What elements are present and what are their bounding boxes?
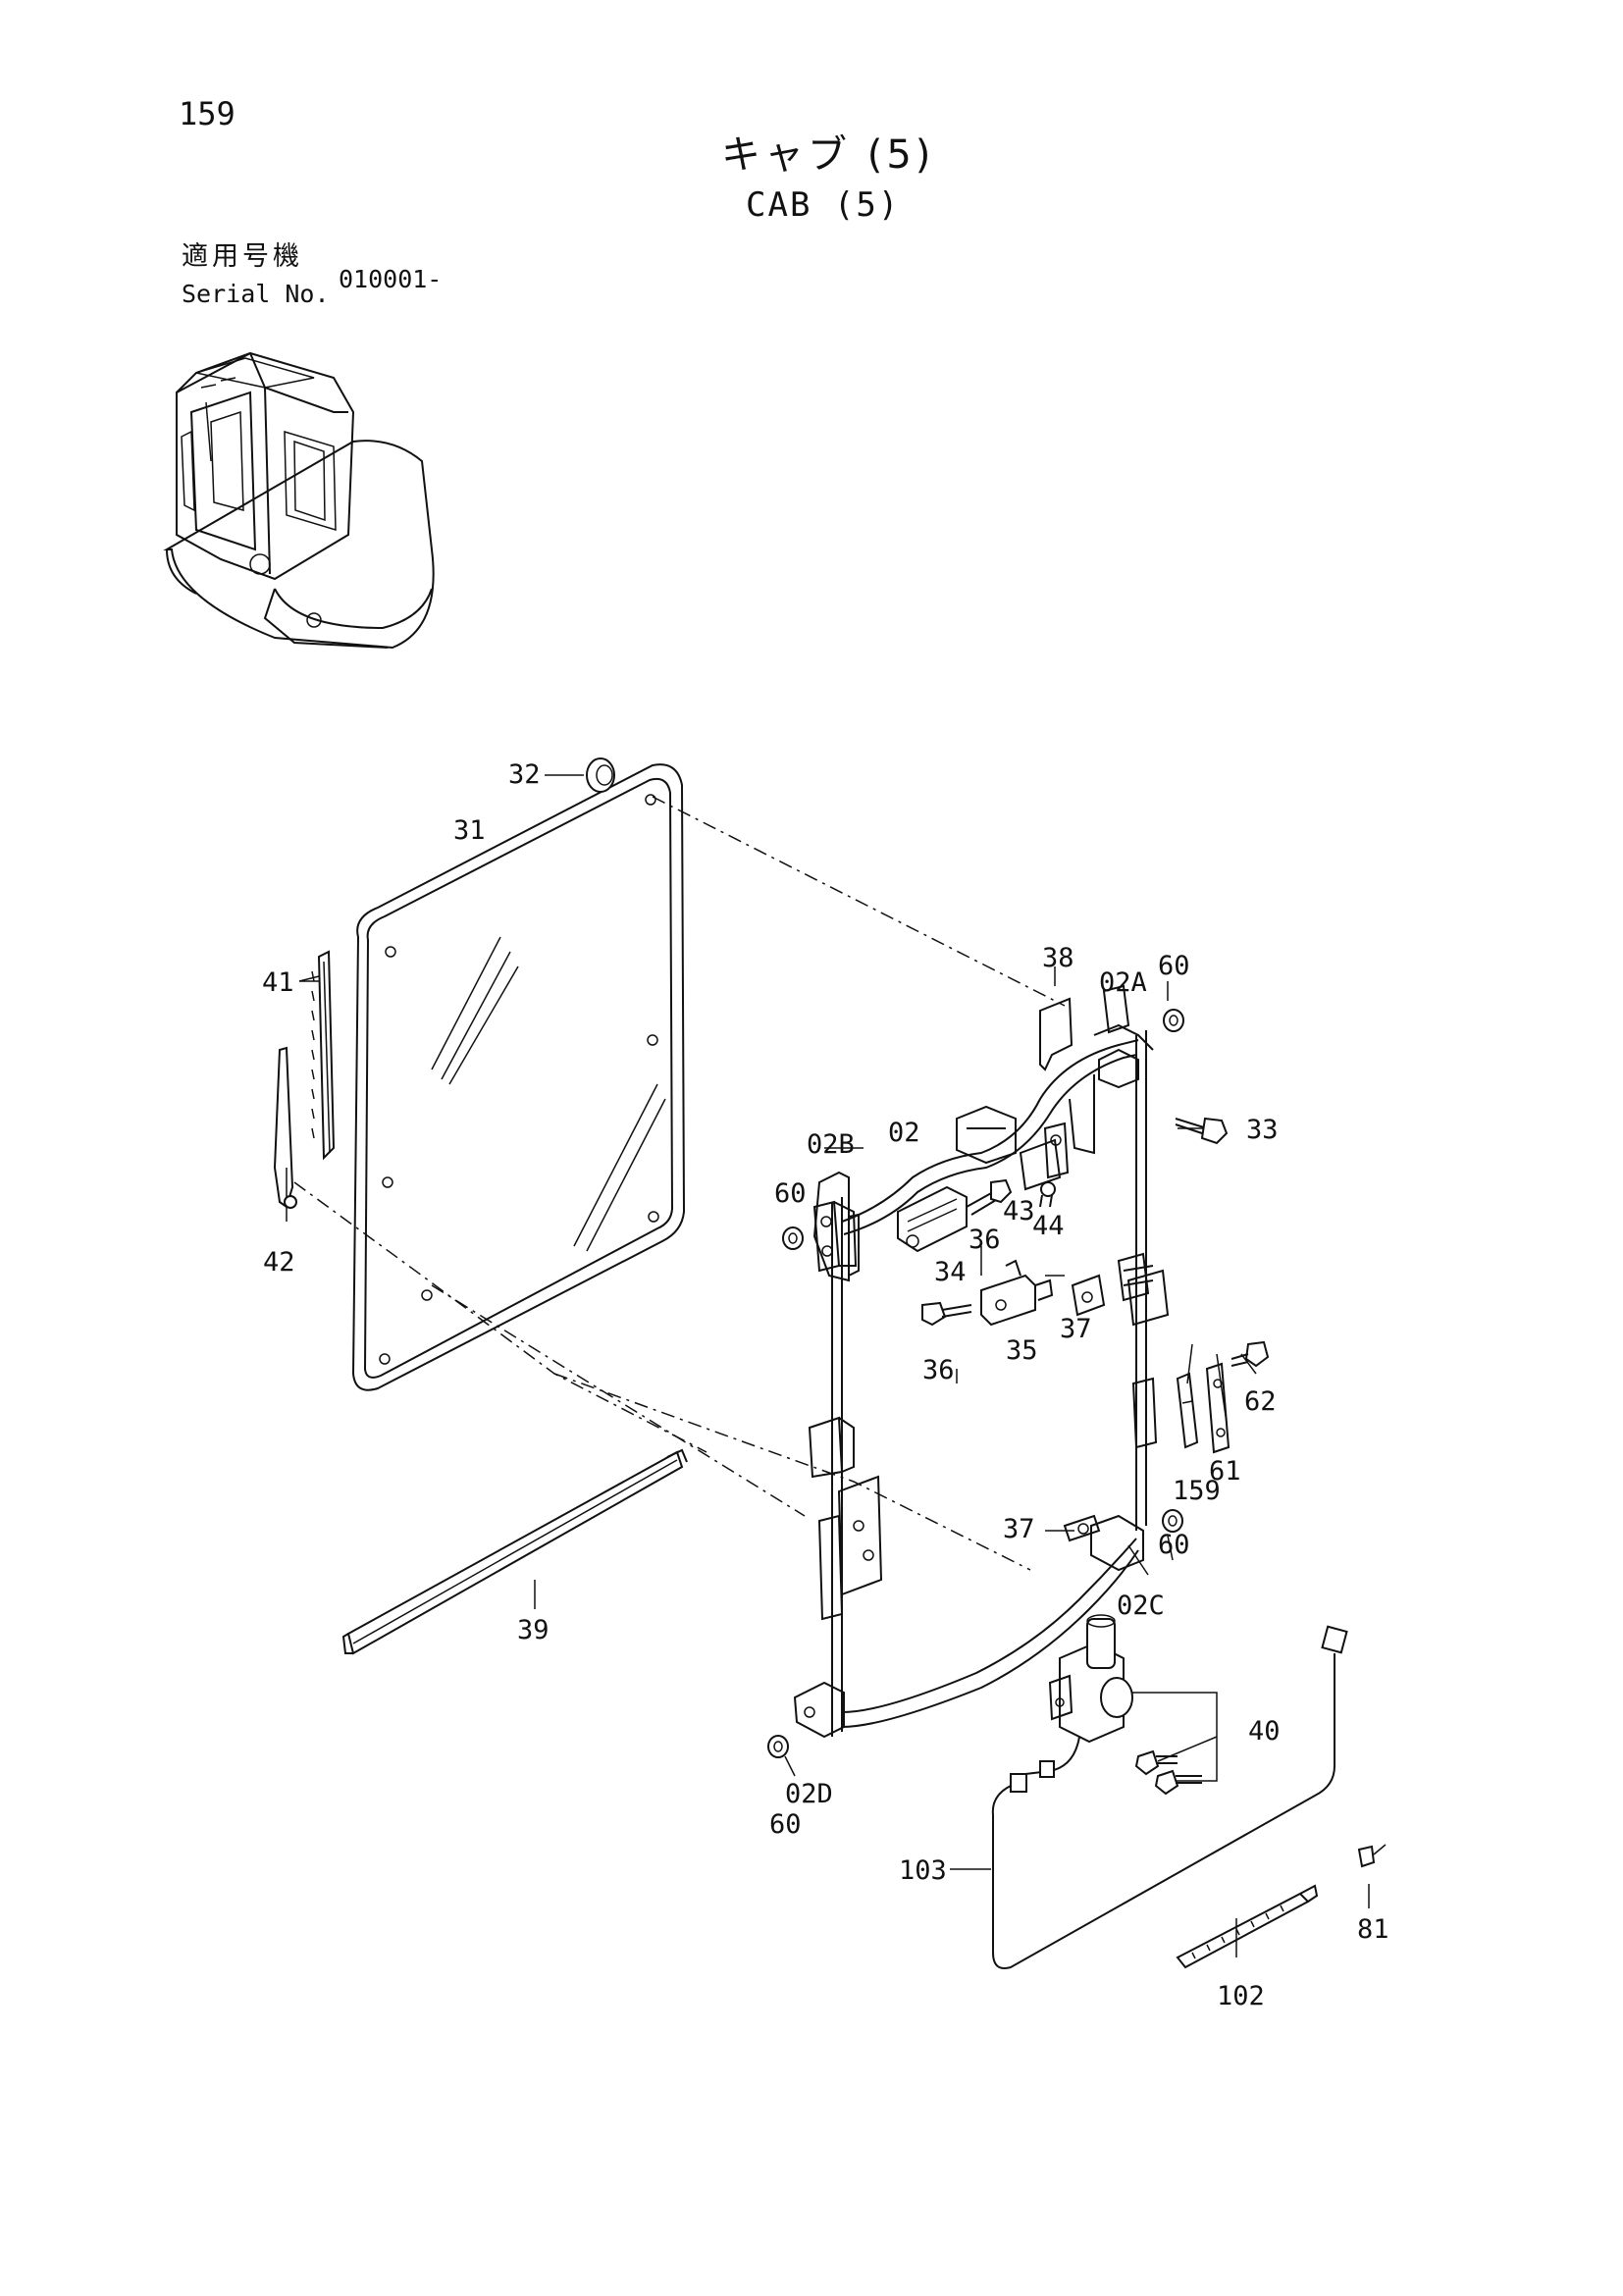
part-label-02: 02 <box>888 1118 920 1148</box>
lock-34 <box>897 1185 968 1253</box>
bolt-62 <box>1230 1340 1270 1368</box>
shim-159 <box>1176 1372 1199 1449</box>
part-label-37-b: 37 <box>1003 1514 1035 1544</box>
title-japanese: キャブ (5) <box>721 132 935 178</box>
part-label-02A: 02A <box>1099 967 1147 998</box>
window-glass-31 <box>351 763 686 1391</box>
part-label-38: 38 <box>1042 943 1074 973</box>
title-english: CAB (5) <box>746 185 901 225</box>
plate-61 <box>1205 1362 1230 1454</box>
hinge-block <box>956 1105 1062 1191</box>
part-label-60-a: 60 <box>1158 951 1190 981</box>
serial-label-japanese: 適用号機 <box>182 241 303 272</box>
cap-32 <box>586 757 615 793</box>
bolt-36-lower <box>921 1301 972 1327</box>
washer-60-b <box>782 1226 804 1250</box>
weather-strip-39 <box>341 1448 688 1655</box>
part-label-41: 41 <box>262 967 294 998</box>
washer-60-d <box>767 1735 789 1758</box>
part-label-35: 35 <box>1006 1335 1038 1366</box>
wiper-arm-42 <box>273 1046 297 1209</box>
page-number: 159 <box>179 95 236 132</box>
machine-thumbnail <box>163 351 435 650</box>
wiper-blade-41 <box>311 950 336 1161</box>
part-label-159: 159 <box>1173 1476 1221 1506</box>
harness-103 <box>991 1625 1348 1969</box>
part-label-61: 61 <box>1209 1456 1241 1487</box>
part-label-36-a: 36 <box>969 1225 1001 1255</box>
part-label-02D: 02D <box>785 1779 833 1809</box>
part-label-34: 34 <box>934 1257 967 1287</box>
part-label-40: 40 <box>1248 1716 1281 1747</box>
part-label-44: 44 <box>1032 1211 1065 1241</box>
part-label-103: 103 <box>899 1855 947 1886</box>
part-label-33: 33 <box>1246 1115 1279 1145</box>
part-label-62: 62 <box>1244 1386 1277 1417</box>
motor-assembly-40 <box>1048 1614 1202 1796</box>
plate-38 <box>1039 997 1073 1071</box>
washer-60-c <box>1162 1509 1183 1533</box>
hinge-02B <box>812 1200 858 1273</box>
part-label-02C: 02C <box>1117 1591 1165 1621</box>
part-label-02B: 02B <box>807 1129 855 1160</box>
part-label-37-a: 37 <box>1060 1314 1092 1344</box>
part-label-32: 32 <box>508 759 541 790</box>
clip-81 <box>1357 1844 1387 1868</box>
serial-number-value: 010001- <box>339 265 443 293</box>
washer-60-a <box>1163 1009 1184 1032</box>
screw-44 <box>1039 1181 1056 1208</box>
part-label-60-b: 60 <box>774 1178 807 1209</box>
part-label-60-d: 60 <box>769 1809 802 1840</box>
cable-tie-102 <box>1176 1884 1319 1969</box>
part-label-60-c: 60 <box>1158 1530 1190 1560</box>
part-label-31: 31 <box>453 815 486 846</box>
screw-43 <box>1043 1122 1070 1179</box>
part-label-39: 39 <box>517 1615 550 1645</box>
part-label-102: 102 <box>1217 1981 1265 2011</box>
plate-37-lower <box>1063 1514 1101 1542</box>
door-frame-02 <box>793 984 1170 1739</box>
part-label-36-b: 36 <box>922 1355 955 1385</box>
part-label-43: 43 <box>1003 1196 1035 1226</box>
plate-37-upper <box>1071 1274 1106 1317</box>
part-number-labels: 32 31 41 42 38 02A 60 33 02B 02 60 43 44… <box>262 759 1389 2011</box>
bolt-36-upper <box>966 1178 1013 1216</box>
part-label-81: 81 <box>1357 1914 1389 1945</box>
latch-35 <box>980 1259 1054 1327</box>
bolt-33 <box>1175 1117 1229 1145</box>
assembly-lines <box>286 774 1370 1957</box>
serial-label-english: Serial No. <box>182 280 330 308</box>
part-label-42: 42 <box>263 1247 295 1278</box>
